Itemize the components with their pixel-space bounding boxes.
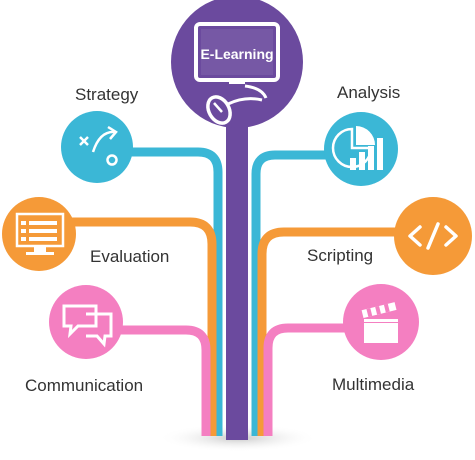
- branch-evaluation: [70, 217, 217, 436]
- label-communication: Communication: [25, 376, 144, 395]
- pie-bar-chart-icon: [331, 126, 383, 170]
- branch-scripting: [257, 227, 410, 436]
- label-scripting: Scripting: [307, 246, 374, 265]
- branch-strategy: [128, 147, 223, 436]
- center-node: E-Learning: [171, 0, 303, 128]
- forms-list-icon: [15, 212, 65, 255]
- node-evaluation: [2, 197, 76, 271]
- branch-communication: [85, 325, 211, 436]
- label-evaluation: Evaluation: [90, 247, 170, 266]
- label-strategy: Strategy: [75, 85, 139, 104]
- strategy-play-icon: [79, 125, 118, 166]
- branch-analysis: [251, 150, 345, 436]
- label-multimedia: Multimedia: [332, 375, 415, 394]
- center-title: E-Learning: [200, 46, 273, 62]
- node-strategy: [61, 111, 133, 183]
- chat-bubbles-icon: [62, 304, 113, 348]
- label-analysis: Analysis: [337, 83, 401, 102]
- node-communication: [49, 285, 123, 359]
- clapperboard-icon: [361, 302, 398, 343]
- node-analysis: [324, 112, 398, 186]
- trunk: [226, 90, 248, 440]
- code-brackets-icon: [408, 222, 458, 250]
- computer-mouse-icon: [194, 22, 280, 125]
- node-scripting: [394, 197, 472, 275]
- node-multimedia: [343, 284, 419, 360]
- branch-multimedia: [263, 323, 380, 436]
